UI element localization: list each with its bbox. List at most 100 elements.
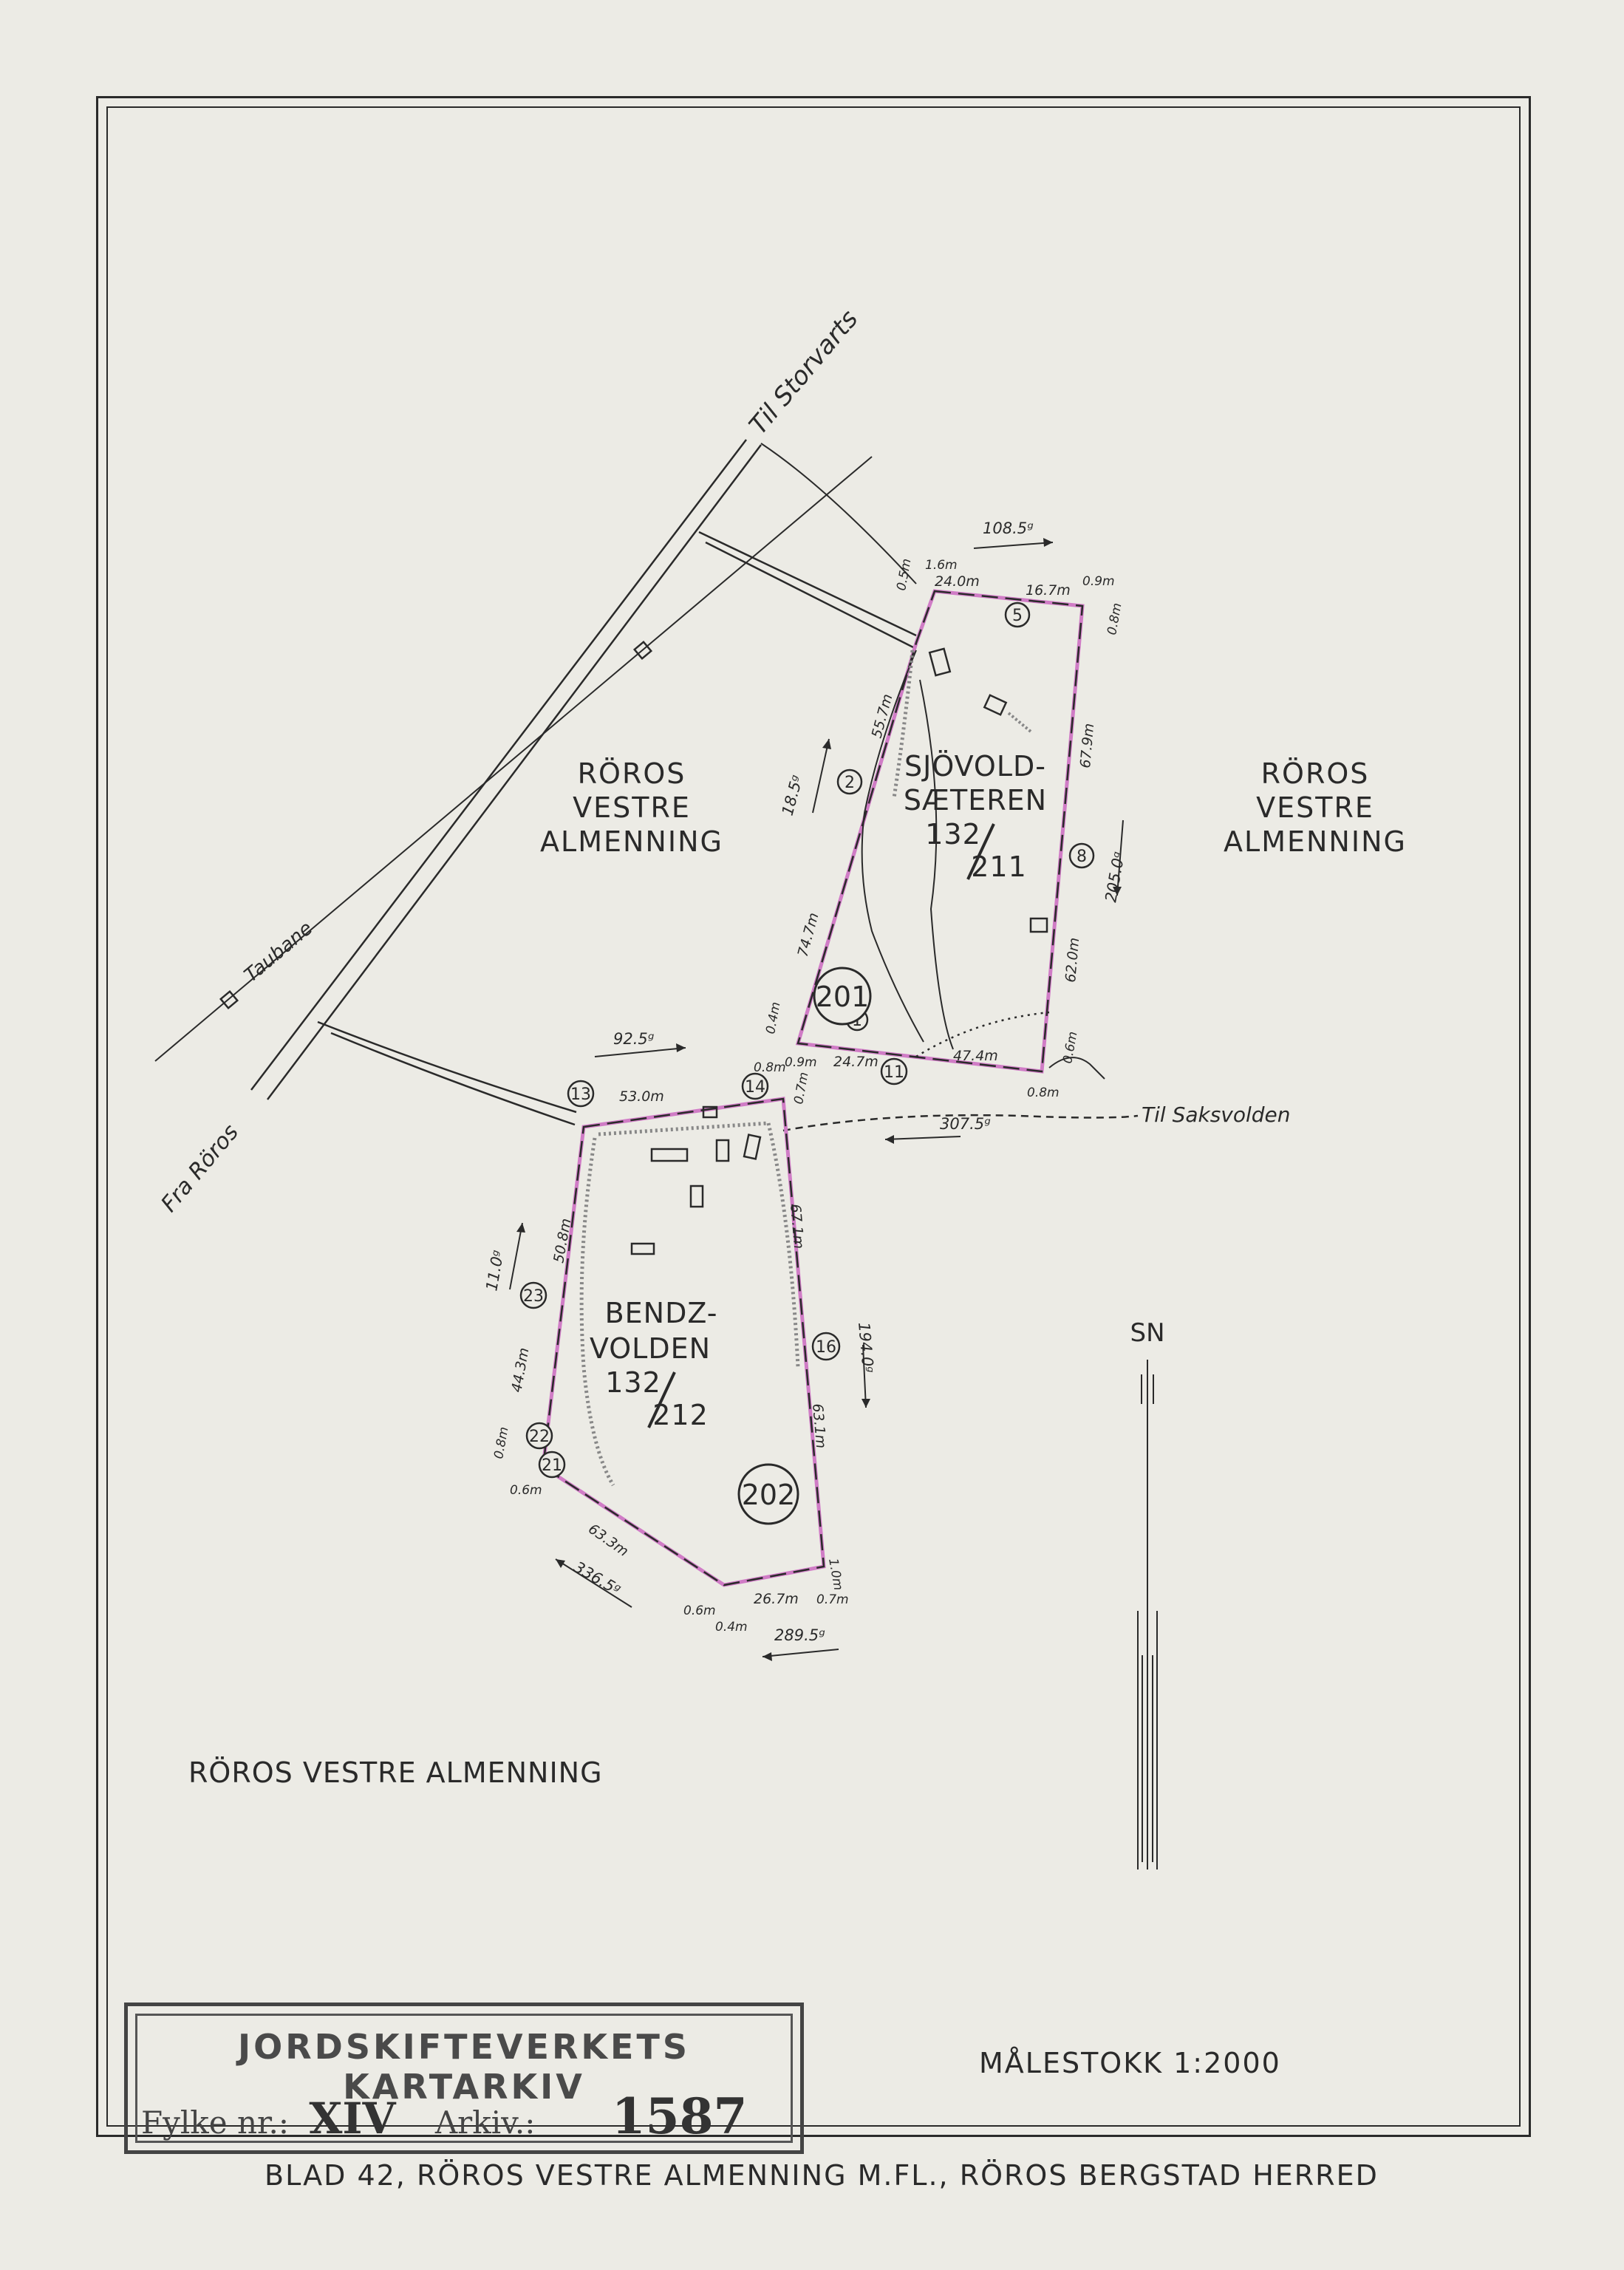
- bearing-arrowhead: [822, 739, 831, 749]
- building: [983, 694, 1008, 716]
- archive-stamp-row: Fylke nr.: XIV Arkiv.: 1587: [141, 2087, 747, 2145]
- parcel-201-boundary-ink: [796, 590, 1084, 1073]
- point-circle-16: [811, 1332, 841, 1361]
- point-circle-11: [880, 1057, 908, 1085]
- parcel-circle-202: [737, 1463, 799, 1525]
- distance-label: 24.0m: [935, 573, 980, 590]
- point-label-5: 5: [1012, 607, 1023, 625]
- bearing-arrowhead: [762, 1652, 772, 1661]
- road-label-saksvolden: Til Saksvolden: [1142, 1102, 1291, 1127]
- archive-stamp-title: JORDSKIFTEVERKETS KARTARKIV: [238, 2027, 690, 2107]
- point-circle-21: [538, 1451, 566, 1479]
- offset-label: 0.6m: [510, 1483, 542, 1498]
- point-circle-5: [1004, 601, 1031, 628]
- bearing-label: 18.5ᵍ: [779, 773, 807, 817]
- distance-label: 63.3m: [585, 1521, 631, 1560]
- bearing-arrowhead: [885, 1135, 894, 1144]
- point-label-23: 23: [523, 1287, 544, 1306]
- bearing-arrowhead: [862, 1399, 870, 1408]
- cable-pylon: [219, 989, 239, 1010]
- building: [689, 1185, 704, 1208]
- building: [650, 1148, 689, 1162]
- bearing-arrowhead: [1043, 538, 1053, 547]
- area-left-line2: VESTRE: [573, 791, 691, 824]
- distance-label: 26.7m: [754, 1591, 799, 1607]
- road-label-fra-roros: Fra Röros: [156, 1119, 244, 1217]
- distance-label: 63.1m: [809, 1403, 829, 1450]
- road-label-taubane: Taubane: [240, 917, 317, 986]
- fylke-value: XIV: [309, 2093, 396, 2144]
- scale-label: MÅLESTOKK 1:2000: [979, 2047, 1281, 2079]
- road-edge: [250, 439, 747, 1091]
- point-label-2: 2: [845, 774, 855, 792]
- area-bottom-label: RÖROS VESTRE ALMENNING: [188, 1756, 603, 1789]
- area-right-line2: VESTRE: [1256, 791, 1374, 824]
- creek: [1048, 1057, 1105, 1080]
- offset-label: 0.9m: [785, 1055, 817, 1070]
- north-arrow: SN: [1130, 1318, 1165, 1869]
- road-edge: [317, 1020, 577, 1114]
- area-right-line3: ALMENNING: [1224, 825, 1407, 858]
- point-label-8: 8: [1077, 848, 1087, 866]
- bearing-arrow: [594, 1047, 686, 1057]
- saksvolden-track: [782, 1114, 1139, 1132]
- parcel-202-number-top: 132: [605, 1366, 661, 1399]
- archive-stamp: JORDSKIFTEVERKETS KARTARKIV Fylke nr.: X…: [124, 2003, 804, 2154]
- bearing-arrow: [555, 1558, 632, 1608]
- parcel-202-boundary-ink: [542, 1097, 825, 1586]
- point-circle-13: [567, 1080, 595, 1108]
- offset-label: 0.9m: [1082, 574, 1115, 589]
- distance-label: 67.9m: [1077, 723, 1097, 769]
- distance-label: 62.0m: [1062, 937, 1082, 984]
- offset-label: 0.8m: [754, 1060, 786, 1075]
- offset-label: 0.8m: [491, 1425, 511, 1459]
- bearing-label: 205.0ᵍ: [1102, 851, 1128, 904]
- parcel-202-name-line1: BENDZ-: [605, 1297, 718, 1329]
- footer-caption: BLAD 42, RÖROS VESTRE ALMENNING M.FL., R…: [265, 2159, 1379, 2192]
- building: [715, 1139, 730, 1162]
- parcel-202-name-line2: VOLDEN: [590, 1332, 711, 1365]
- bearing-arrowhead: [516, 1223, 525, 1233]
- bearing-arrow: [509, 1222, 523, 1290]
- parcel-202-slash: [647, 1371, 676, 1428]
- parcel-circle-202-label: 202: [742, 1479, 796, 1511]
- road-edge: [330, 1032, 576, 1126]
- road-label-storvarts: Til Storvarts: [743, 304, 864, 440]
- map-frame-inner: [106, 106, 1521, 2127]
- point-circle-2: [836, 768, 863, 795]
- offset-label: 0.8m: [1105, 601, 1125, 635]
- distance-label: 67.1m: [787, 1204, 807, 1250]
- offset-label: 1.0m: [825, 1557, 845, 1591]
- building: [702, 1105, 718, 1119]
- distance-label: 24.7m: [833, 1054, 878, 1070]
- bearing-arrow: [1116, 819, 1124, 896]
- area-right-line1: RÖROS: [1261, 757, 1370, 790]
- distance-label: 53.0m: [619, 1088, 664, 1105]
- offset-label: 0.6m: [683, 1603, 716, 1618]
- bearing-label: 289.5ᵍ: [774, 1626, 825, 1644]
- fylke-label: Fylke nr.:: [141, 2104, 289, 2141]
- bearing-arrow: [812, 738, 830, 814]
- point-circle-14: [741, 1072, 769, 1100]
- building: [1029, 917, 1048, 933]
- hedge-line: [579, 1137, 615, 1487]
- north-arrow-label: SN: [1130, 1318, 1164, 1348]
- offset-label: 0.8m: [1027, 1085, 1060, 1100]
- point-markers: [519, 601, 1095, 1479]
- arkiv-label: Arkiv.:: [434, 2104, 536, 2141]
- bearing-arrowhead: [1113, 887, 1122, 896]
- road-edge: [705, 541, 914, 649]
- area-left-line3: ALMENNING: [540, 825, 723, 858]
- point-circle-23: [519, 1281, 547, 1309]
- distance-label: 16.7m: [1026, 582, 1071, 599]
- point-label-14: 14: [745, 1078, 765, 1097]
- arkiv-value: 1587: [611, 2087, 748, 2145]
- bearing-label: 92.5ᵍ: [613, 1030, 655, 1048]
- parcel-202-number-bottom: 212: [652, 1399, 709, 1431]
- bearing-arrow: [762, 1649, 839, 1657]
- parcel-201-slash: [966, 823, 995, 880]
- area-left-line1: RÖROS: [578, 757, 686, 790]
- offset-label: 0.4m: [715, 1620, 748, 1635]
